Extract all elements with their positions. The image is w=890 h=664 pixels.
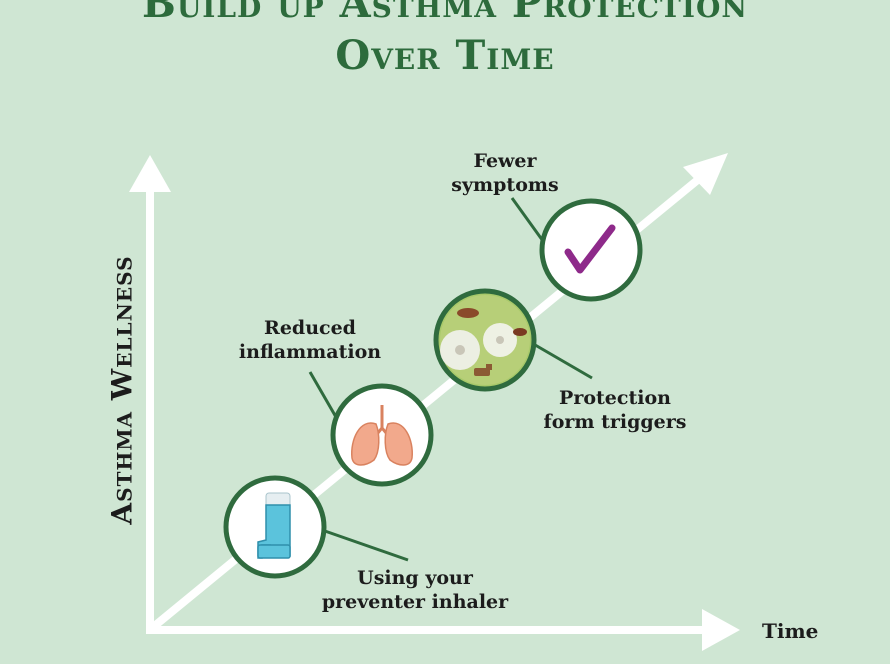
stage-label-inhaler-line1: Using your [357, 567, 473, 589]
leader-line-triggers [529, 340, 593, 380]
stage-label-symptoms: Fewer symptoms [430, 149, 580, 197]
stage-circle-symptoms [539, 198, 643, 302]
y-axis [129, 155, 171, 633]
stage-label-symptoms-line2: symptoms [451, 174, 559, 196]
stage-label-lungs-line1: Reduced [264, 317, 356, 339]
stage-label-symptoms-line1: Fewer [473, 150, 537, 172]
lungs-icon [351, 405, 413, 466]
stage-label-inhaler: Using your preventer inhaler [300, 566, 530, 614]
stage-label-lungs: Reduced inflammation [210, 316, 410, 364]
x-axis [146, 609, 740, 651]
stage-circle-triggers [433, 288, 537, 392]
stage-label-lungs-line2: inflammation [238, 341, 382, 363]
x-axis-label: Time [762, 619, 819, 643]
stage-label-triggers-line2: form triggers [543, 411, 687, 433]
title-line-2: Over Time [335, 32, 555, 79]
title-line-1: Build up Asthma Protection [142, 0, 748, 27]
leader-line-inhaler [321, 528, 409, 562]
stage-label-triggers: Protection form triggers [520, 386, 710, 434]
stage-circle-inhaler [223, 475, 327, 579]
stage-label-triggers-line1: Protection [559, 387, 671, 409]
inhaler-icon [257, 492, 291, 559]
checkmark-icon [564, 224, 616, 274]
stage-label-inhaler-line2: preventer inhaler [321, 591, 509, 613]
y-axis-label: Asthma Wellness [105, 255, 139, 525]
triggers-icon [440, 295, 530, 385]
stage-circle-lungs [330, 383, 434, 487]
